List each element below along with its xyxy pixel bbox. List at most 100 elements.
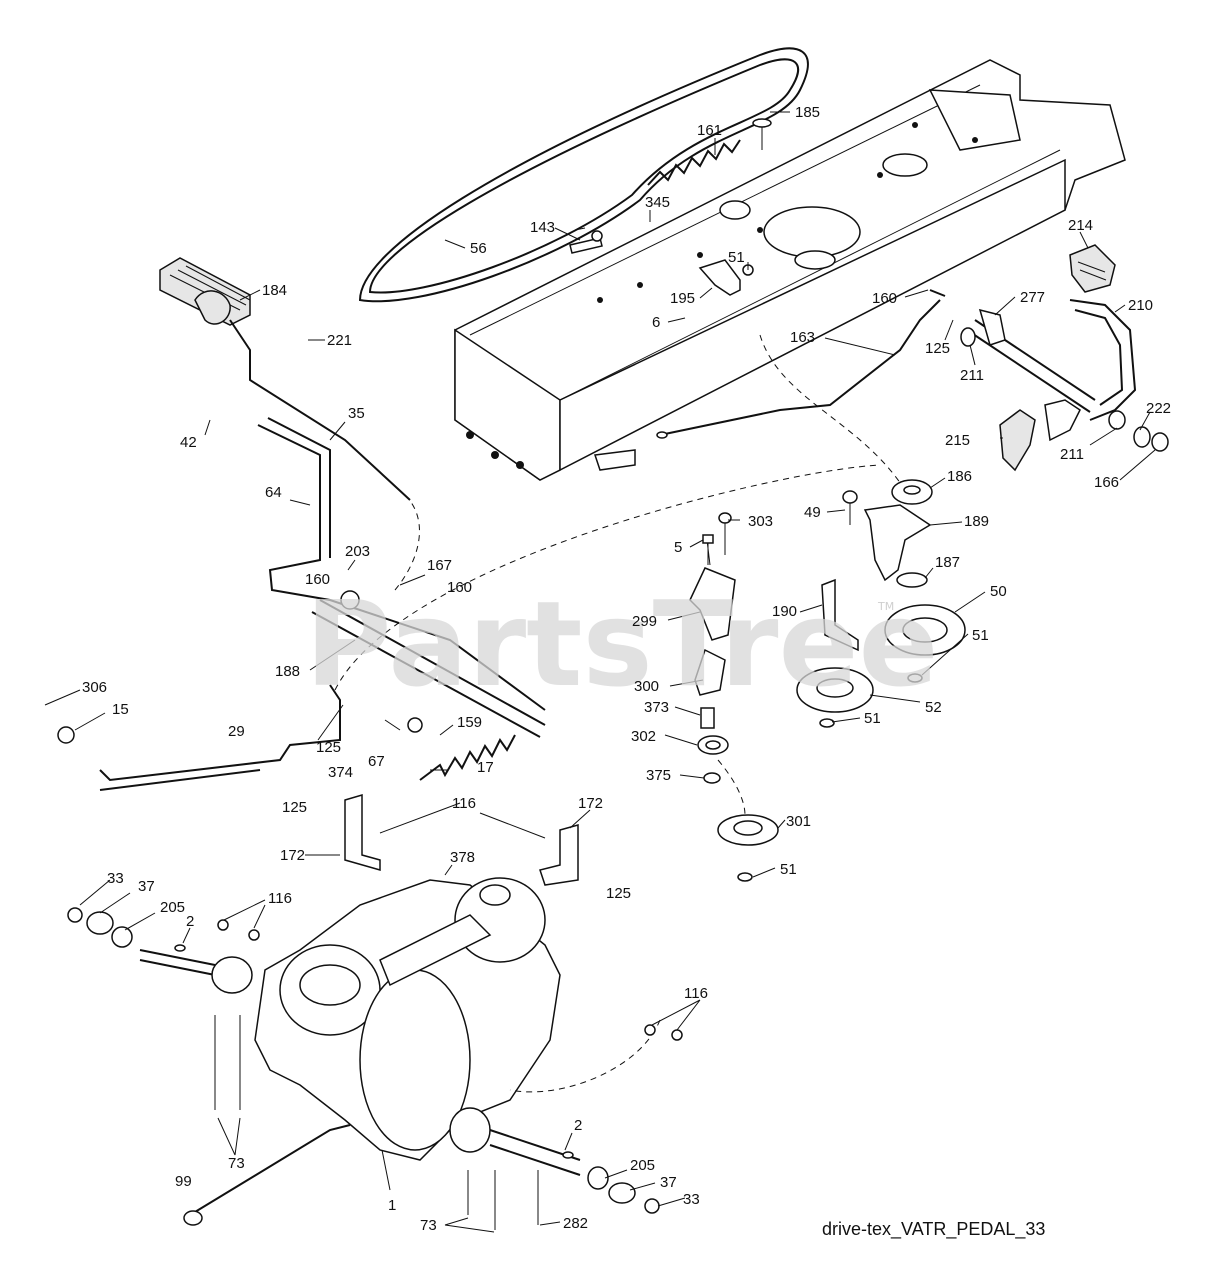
drive-belt (358, 47, 809, 303)
callout-1: 1 (388, 1197, 396, 1214)
callout-221: 221 (327, 332, 352, 349)
idler-pulley-186 (891, 479, 933, 505)
callout-282: 282 (563, 1215, 588, 1232)
callout-184: 184 (262, 282, 287, 299)
callout-33-right: 33 (683, 1191, 700, 1208)
callout-42: 42 (180, 434, 197, 451)
callout-373: 373 (644, 699, 669, 716)
callout-301: 301 (786, 813, 811, 830)
shaft-188 (311, 590, 546, 738)
pedal-215 (999, 409, 1036, 472)
callout-116-right: 116 (684, 985, 708, 1002)
bracket-190 (821, 578, 859, 652)
callout-50: 50 (990, 583, 1007, 600)
pedal-184 (194, 290, 411, 501)
callout-5: 5 (674, 539, 682, 556)
spring-17 (419, 734, 516, 781)
callout-306: 306 (82, 679, 107, 696)
callout-56: 56 (470, 240, 487, 257)
spring-161 (647, 118, 772, 186)
callout-leaders (44, 111, 1156, 1233)
callout-52: 52 (925, 699, 942, 716)
callout-172-left: 172 (280, 847, 305, 864)
callout-374: 374 (328, 764, 353, 781)
rod-210 (1069, 299, 1137, 421)
callout-163: 163 (790, 329, 815, 346)
pulley-50 (884, 604, 966, 683)
arm-dashed (334, 334, 906, 691)
bracket-189 (842, 490, 932, 582)
callout-172-right: 172 (578, 795, 603, 812)
pin-160-right (929, 289, 946, 297)
callout-116-top: 116 (452, 795, 476, 812)
callout-166: 166 (1094, 474, 1119, 491)
diagram-caption: drive-tex_VATR_PEDAL_33 (822, 1219, 1045, 1240)
callout-125-a: 125 (316, 739, 341, 756)
callout-29: 29 (228, 723, 245, 740)
callout-143: 143 (530, 219, 555, 236)
callout-160-mid: 160 (447, 579, 472, 596)
washer-375 (703, 772, 721, 784)
callout-51-lower: 51 (780, 861, 797, 878)
callout-116-left: 116 (268, 890, 292, 907)
callout-73-left: 73 (228, 1155, 245, 1172)
callout-303: 303 (748, 513, 773, 530)
callout-203: 203 (345, 543, 370, 560)
callout-186: 186 (947, 468, 972, 485)
callout-99: 99 (175, 1173, 192, 1190)
callout-160-right: 160 (872, 290, 897, 307)
washer-group-left (67, 907, 260, 952)
callout-67: 67 (368, 753, 385, 770)
callout-49: 49 (804, 504, 821, 521)
callout-195: 195 (670, 290, 695, 307)
callout-205-left: 205 (160, 899, 185, 916)
rod-99 (183, 1124, 351, 1226)
spacer-373 (700, 707, 715, 729)
bolt-143 (569, 230, 603, 254)
watermark-tm: TM (877, 600, 894, 613)
tractor-frame (454, 59, 1126, 481)
pulley-52 (796, 667, 874, 728)
callout-15: 15 (112, 701, 129, 718)
callout-215: 215 (945, 432, 970, 449)
callout-185: 185 (795, 104, 820, 121)
callout-161: 161 (697, 122, 722, 139)
bracket-172-right (539, 824, 579, 886)
pedal-214 (1069, 244, 1116, 293)
callout-64: 64 (265, 484, 282, 501)
callout-378: 378 (450, 849, 475, 866)
washer-187 (896, 572, 928, 588)
callout-189: 189 (964, 513, 989, 530)
callout-345: 345 (645, 194, 670, 211)
callout-labels: 185 161 345 143 56 51 195 6 184 221 35 4… (82, 104, 1171, 1234)
callout-302: 302 (631, 728, 656, 745)
callout-222: 222 (1146, 400, 1171, 417)
callout-35: 35 (348, 405, 365, 422)
callout-211-top: 211 (960, 367, 984, 384)
callout-73-right: 73 (420, 1217, 437, 1234)
shaft-277 (960, 308, 1096, 413)
callout-188: 188 (275, 663, 300, 680)
callout-37-right: 37 (660, 1174, 677, 1191)
callout-125-c: 125 (606, 885, 631, 902)
bracket-300 (694, 648, 726, 696)
callout-17: 17 (477, 759, 494, 776)
callout-277: 277 (1020, 289, 1045, 306)
callout-187: 187 (935, 554, 960, 571)
callout-51: 51 (728, 249, 745, 266)
callout-2-right: 2 (574, 1117, 582, 1134)
callout-211-bottom: 211 (1060, 446, 1084, 463)
callout-190: 190 (772, 603, 797, 620)
callout-300: 300 (634, 678, 659, 695)
bolts-5-303 (702, 512, 732, 565)
pulley-301 (717, 759, 779, 882)
washers-211-166 (1108, 410, 1169, 452)
callout-159: 159 (457, 714, 482, 731)
watermark-text: PartsTree (305, 575, 939, 713)
callout-167: 167 (427, 557, 452, 574)
callout-125-b: 125 (282, 799, 307, 816)
callout-125-d: 125 (925, 340, 950, 357)
rod-163 (656, 299, 941, 439)
bracket-172-left (344, 793, 381, 871)
